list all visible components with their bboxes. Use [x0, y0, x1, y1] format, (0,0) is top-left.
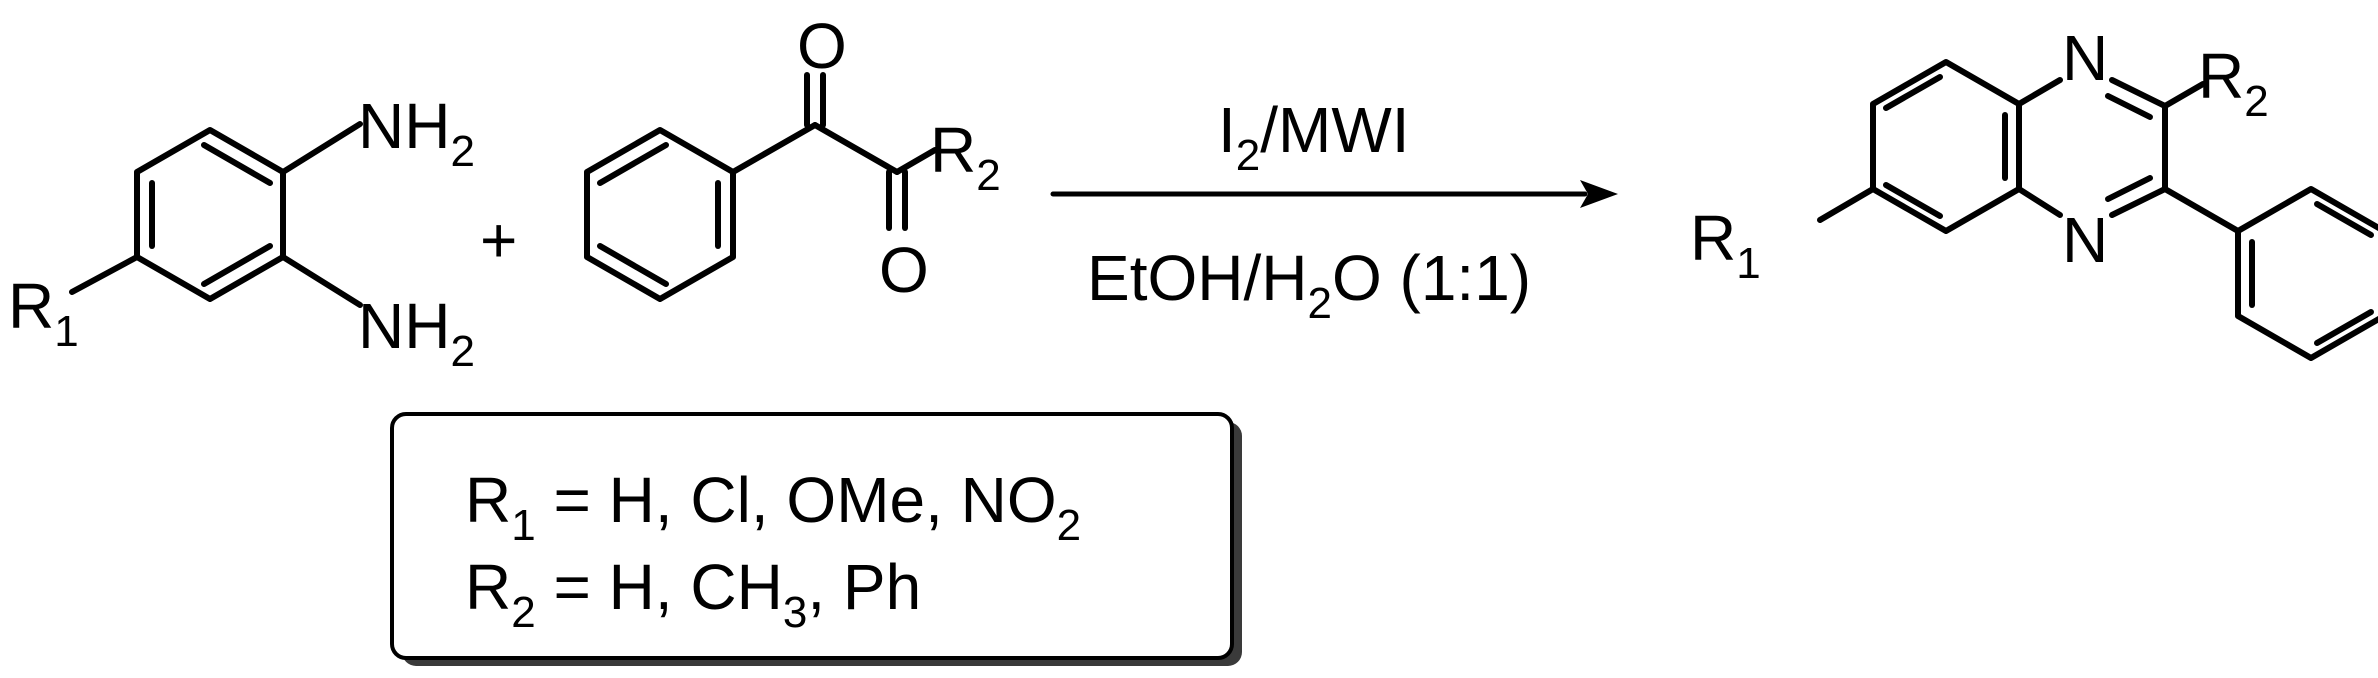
diamine-r1-label: R1: [8, 270, 79, 356]
dione-oxygen-top-label: O: [797, 10, 847, 82]
diamine-benzene-ring: [134, 127, 286, 302]
dione-bond-c1-to-c2: [812, 122, 900, 175]
dione-r2-label: R2: [930, 114, 1001, 200]
dione-bond-c2-to-r2: [894, 147, 938, 175]
product-phenyl-double-bond-2: [2314, 309, 2374, 346]
reactant-dione: O O R2: [584, 10, 1001, 306]
product-quinoxaline: N N R2 R1: [1690, 22, 2378, 361]
dione-bond-ring-to-c1: [730, 122, 818, 175]
product-nitrogen-top-label: N: [2062, 22, 2108, 94]
product-r1-label: R1: [1690, 202, 1761, 288]
definition-box-frame: [390, 412, 1234, 660]
reaction-conditions-solvent: EtOH/H2O (1:1): [1087, 242, 1531, 328]
product-benzo-double-bond-1: [1883, 74, 1943, 111]
definition-r2-line: R2 = H, CH3, Ph: [465, 551, 921, 637]
dione-inner-double-bond-3: [597, 142, 669, 186]
product-bond-c2-to-r2: [2162, 81, 2206, 109]
diamine-bond-to-nh2-bottom: [280, 254, 363, 308]
reaction-arrow-head: [1580, 180, 1618, 208]
reaction-conditions-reagent: I2/MWI: [1218, 94, 1410, 180]
dione-oxygen-bottom-label: O: [879, 234, 929, 306]
product-double-bond-n1-c2: [2105, 93, 2153, 120]
diamine-amine-top-label: NH2: [358, 90, 475, 176]
diamine-inner-double-bond-1: [201, 142, 273, 186]
dione-benzene-ring: [584, 127, 736, 302]
product-bond-n4-c4a: [2016, 186, 2063, 218]
product-bond-n1-c2: [2109, 77, 2168, 109]
product-bond-c3-n4: [2109, 186, 2168, 218]
diamine-bond-to-r1: [69, 254, 140, 295]
reaction-arrow-group: I2/MWI EtOH/H2O (1:1): [1050, 94, 1618, 328]
product-phenyl-ring: [2235, 186, 2378, 361]
product-benzo-double-bond-2: [1883, 182, 1943, 219]
product-bond-c8a-n1: [2016, 77, 2063, 107]
product-phenyl-double-bond-1: [2314, 201, 2374, 238]
diamine-bond-to-nh2-top: [280, 121, 363, 175]
product-bond-c3-to-phenyl: [2162, 186, 2241, 234]
product-double-bond-c3-n4: [2105, 175, 2153, 202]
diamine-amine-bottom-label: NH2: [358, 290, 475, 376]
substituent-definition-box: R1 = H, Cl, OMe, NO2 R2 = H, CH3, Ph: [390, 412, 1242, 666]
definition-r1-line: R1 = H, Cl, OMe, NO2: [465, 464, 1081, 550]
reactant-diamine: NH2 NH2 R1: [8, 90, 475, 376]
plus-sign: +: [480, 204, 517, 276]
product-bond-c6-to-r1: [1817, 186, 1876, 223]
product-benzo-ring: [1870, 59, 2022, 234]
dione-inner-double-bond-2: [597, 243, 669, 287]
product-nitrogen-bottom-label: N: [2062, 204, 2108, 276]
diamine-inner-double-bond-2: [201, 243, 273, 287]
product-r2-label: R2: [2198, 40, 2269, 126]
